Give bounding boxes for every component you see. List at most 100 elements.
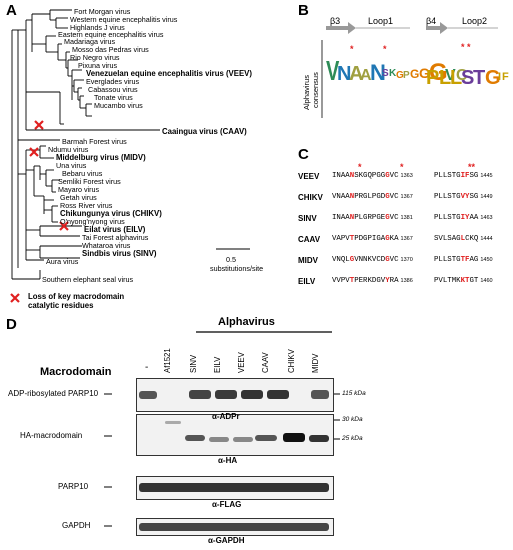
alignment-segment: SG	[469, 193, 479, 201]
blot-gapdh	[136, 518, 334, 536]
svg-text:V: V	[326, 56, 340, 87]
tree-leaf-label: O'nyong'nyong virus	[60, 217, 125, 226]
alignment-segment: VC	[389, 172, 399, 180]
beta3-label: β3	[330, 16, 341, 26]
antibody-adpr: α-ADPr	[212, 412, 240, 421]
alignment-segment: PLGRPGE	[354, 214, 386, 222]
svg-text:P: P	[403, 70, 410, 81]
legend-text-line-2: catalytic residues	[28, 301, 94, 310]
alignment-segment: PLLSTG	[434, 172, 461, 180]
alignment-segment: PRGLPGD	[354, 193, 386, 201]
alignment-segment: VNQL	[332, 256, 350, 264]
alignment-segment: 1463	[480, 215, 493, 221]
alignment-segment: GT	[469, 277, 479, 285]
alignment-segment: 1367	[400, 236, 413, 242]
logo-letters: V N A A N S K G P G G G V C	[326, 56, 468, 87]
svg-text:G: G	[429, 59, 448, 86]
beta4-label: β4	[426, 16, 437, 26]
antibody-flag: α-FLAG	[212, 500, 242, 509]
alignment-row-name: EILV	[298, 277, 316, 286]
tree-leaf-label: Barmah Forest virus	[62, 137, 127, 146]
alignment-segment: INAA	[332, 214, 350, 222]
tree-leaf-label: Ross River virus	[60, 201, 113, 210]
alignment-segment: VC	[389, 214, 399, 222]
alignment-segment: T	[349, 235, 355, 243]
scale-bar-unit: substitutions/site	[210, 264, 264, 273]
loop2-label: Loop2	[462, 16, 488, 26]
alignment-segment: SKGQPGG	[354, 172, 386, 180]
blot-row-label-adpr: ADP-ribosylated PARP10	[8, 389, 99, 398]
kda-30: 30 kDa	[342, 416, 363, 423]
svg-text:S: S	[461, 67, 474, 89]
alignment-segment: 1370	[400, 257, 413, 263]
tree-leaf-label: Eastern equine encephalitis virus	[58, 30, 164, 39]
svg-text:P: P	[426, 67, 439, 89]
alignment-segment: 1449	[480, 194, 493, 200]
blot-adpr	[136, 378, 334, 412]
svg-text:N: N	[370, 60, 386, 85]
svg-text:V: V	[445, 67, 456, 84]
panel-letter-a: A	[6, 2, 17, 19]
alignment-segment: PERKDGV	[354, 277, 386, 285]
alignment-segment: 1450	[480, 257, 493, 263]
panel-letter-c: C	[298, 146, 309, 163]
logo-star-3: *	[461, 42, 465, 52]
alignment-star-3: **	[468, 162, 476, 172]
svg-text:A: A	[360, 67, 372, 84]
alignment-segment: AG	[469, 256, 479, 264]
alignment-row-name: VEEV	[298, 172, 320, 181]
lane-label: -	[145, 362, 149, 373]
alignment-segment: INAA	[332, 172, 350, 180]
tree-branches	[10, 9, 250, 303]
tree-leaf-label: Una virus	[56, 161, 87, 170]
alignment-segment: N	[349, 214, 355, 222]
tree-leaf-label: Caaingua virus (CAAV)	[162, 127, 247, 136]
panel-letter-b: B	[298, 2, 309, 19]
blot-row-label-ha: HA-macrodomain	[20, 431, 83, 440]
tree-leaf-label: Everglades virus	[86, 77, 140, 86]
kda-115: 115 kDa	[342, 390, 366, 397]
alignment-segment: N	[349, 193, 355, 201]
tree-leaf-label: Tonate virus	[94, 93, 133, 102]
scale-bar-value: 0.5	[226, 255, 236, 264]
alignment-segment: 1381	[400, 215, 413, 221]
alignment-segment: KA	[389, 235, 399, 243]
alignment-row-name: SINV	[298, 214, 317, 223]
tree-leaf-label: Tai Forest alphavirus	[82, 233, 149, 242]
alignment-segment: PVLTMK	[434, 277, 461, 285]
alignment-segment: G	[349, 256, 355, 264]
alignment-segment: 1367	[400, 194, 413, 200]
tree-leaf-label: Southern elephant seal virus	[42, 275, 134, 284]
svg-text:C: C	[456, 67, 468, 84]
alignment-segment: TF	[460, 256, 470, 264]
tree-leaf-label: Middelburg virus (MIDV)	[56, 153, 146, 162]
alignment-segment: AA	[469, 214, 479, 222]
macrodomain-label: Macrodomain	[40, 366, 112, 378]
alignment-segment: SVLSAG	[434, 235, 461, 243]
alignment-row-name: MIDV	[298, 256, 318, 265]
alignment-segment: VNNKVCD	[354, 256, 386, 264]
alignment-segment: KT	[460, 277, 470, 285]
tree-leaf-label: Whataroa virus	[82, 241, 131, 250]
alignment-segment: 1445	[480, 173, 493, 179]
tree-leaf-label: Getah virus	[60, 193, 97, 202]
svg-text:S: S	[382, 68, 389, 79]
logo-star-2: *	[383, 44, 387, 54]
sequence-logo: β3 Loop1 β4 Loop2 Alphavirus consensus *…	[298, 16, 513, 143]
tree-leaf-label: Highlands J virus	[70, 23, 125, 32]
alphavirus-group-label: Alphavirus	[218, 316, 275, 328]
antibody-gapdh: α-GAPDH	[208, 536, 245, 545]
svg-text:N: N	[337, 63, 351, 85]
tree-leaf-label: Chikungunya virus (CHIKV)	[60, 209, 162, 218]
svg-text:L: L	[439, 67, 451, 89]
alignment-segment: IF	[460, 172, 470, 180]
